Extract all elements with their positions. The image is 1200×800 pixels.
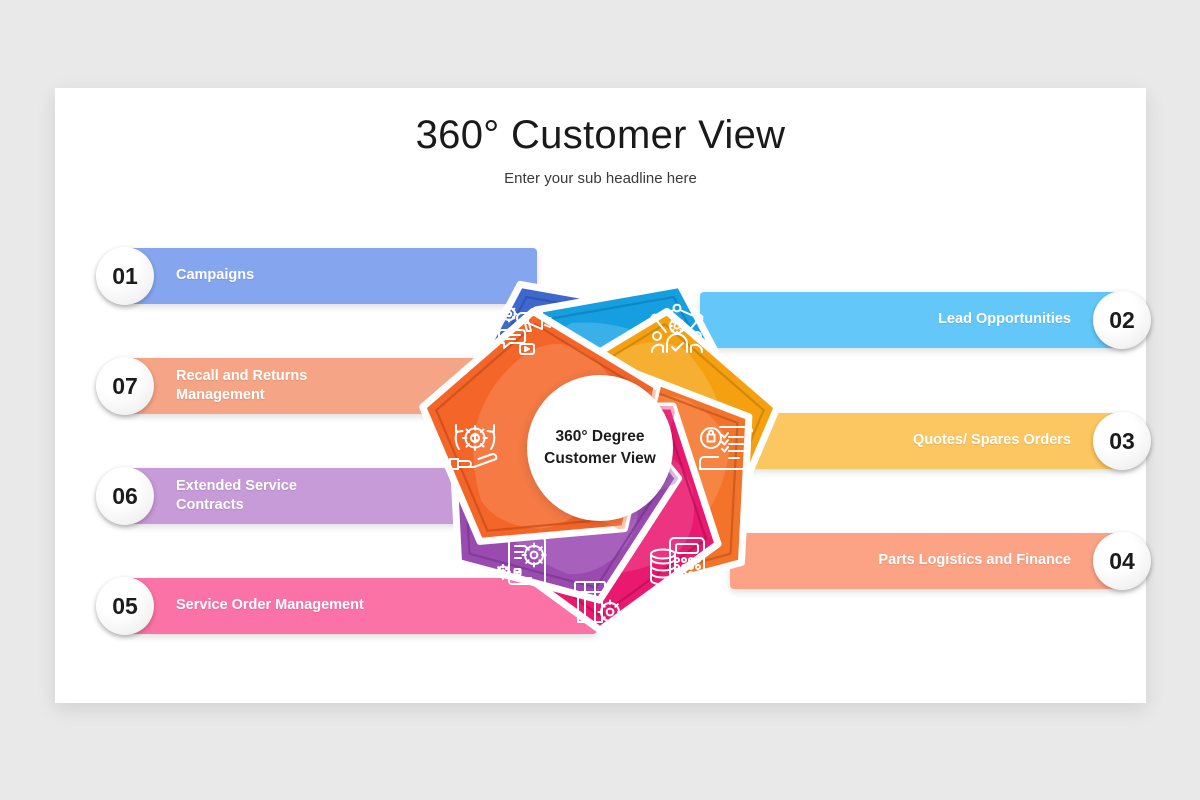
page-title: 360° Customer View <box>415 113 786 157</box>
bar-label-05: Service Order Management <box>176 597 364 614</box>
bar-item-05[interactable]: 05 Service Order Management <box>96 577 597 635</box>
bar-label-02: Lead Opportunities <box>938 311 1071 328</box>
page-subtitle: Enter your sub headline here <box>504 170 697 187</box>
service-gear-icon <box>574 581 623 625</box>
hub-line-2: Customer View <box>544 450 656 467</box>
megaphone-gear-icon <box>498 305 552 355</box>
petal-wheel: 360° Degree Customer View <box>380 218 820 678</box>
quote-checklist-icon <box>699 426 753 470</box>
bar-item-02[interactable]: Lead Opportunities 02 <box>700 291 1151 349</box>
coins-calculator-icon <box>650 537 705 586</box>
slide-card: 360° Customer View Enter your sub headli… <box>55 88 1151 703</box>
badge-number-06: 06 <box>96 467 154 525</box>
hub-line-1: 360° Degree <box>555 428 645 445</box>
bar-label-03: Quotes/ Spares Orders <box>913 432 1071 449</box>
badge-number-03: 03 <box>1093 412 1151 470</box>
bar-item-04[interactable]: Parts Logistics and Finance 04 <box>730 532 1151 590</box>
contract-gear-icon <box>495 537 547 585</box>
hand-gear-money-icon <box>449 424 498 470</box>
bar-label-04: Parts Logistics and Finance <box>878 552 1071 569</box>
badge-number-01: 01 <box>96 247 154 305</box>
badge-number-04: 04 <box>1093 532 1151 590</box>
bar-item-03[interactable]: Quotes/ Spares Orders 03 <box>730 412 1151 470</box>
bar-label-01: Campaigns <box>176 267 255 284</box>
badge-number-05: 05 <box>96 577 154 635</box>
bar-item-01[interactable]: 01 Campaigns <box>96 247 537 305</box>
badge-number-02: 02 <box>1093 291 1151 349</box>
hub-circle: 360° Degree Customer View <box>527 375 673 521</box>
badge-number-07: 07 <box>96 357 154 415</box>
customer-network-icon <box>650 303 704 353</box>
